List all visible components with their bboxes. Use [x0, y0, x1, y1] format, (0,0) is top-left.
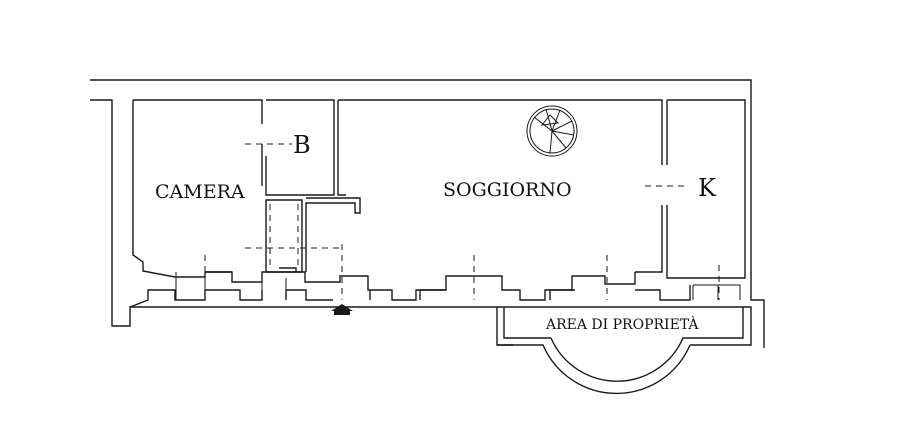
outdoor-area-label: AREA DI PROPRIETÀ	[545, 315, 699, 333]
outdoor-area	[497, 306, 752, 395]
room-label-living: SOGGIORNO	[443, 179, 572, 201]
bathroom-walls	[261, 99, 335, 196]
kitchen-walls	[666, 99, 746, 300]
outer-walls	[90, 79, 765, 348]
spiral-stair-icon	[526, 105, 578, 157]
room-label-kitchen: K	[698, 174, 717, 202]
facade	[129, 271, 691, 308]
closet	[265, 199, 303, 273]
window-markers	[204, 143, 720, 300]
room-label-camera: CAMERA	[155, 181, 245, 203]
room-label-bath: B	[293, 131, 311, 159]
entrance-arrow-icon	[331, 304, 353, 315]
living-room-walls	[305, 99, 663, 273]
